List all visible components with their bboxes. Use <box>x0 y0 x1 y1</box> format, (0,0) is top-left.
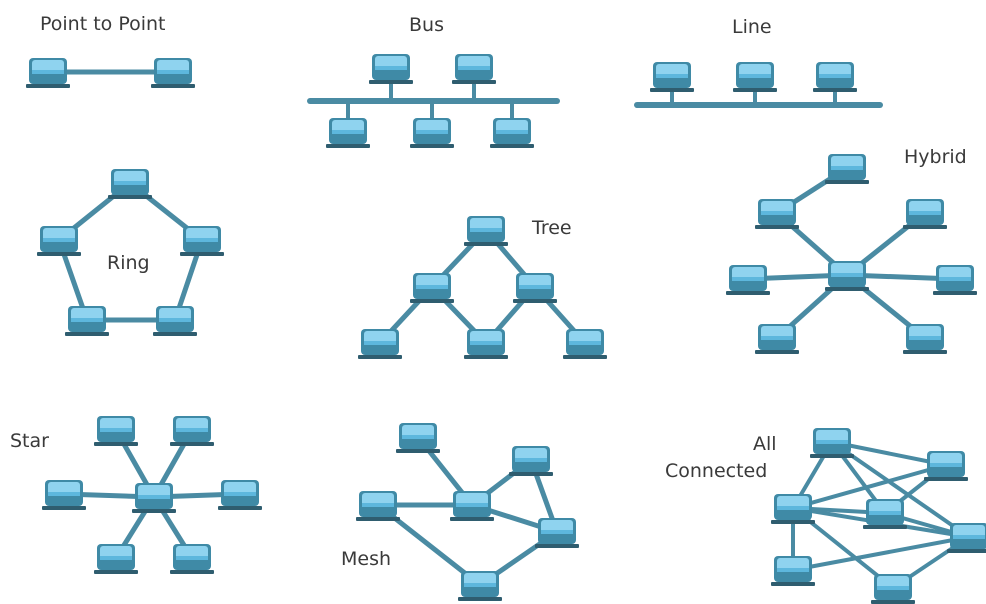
label-tree: Tree <box>532 217 572 239</box>
line-computer-icon-2 <box>813 62 857 92</box>
all-connected-link-3 <box>830 440 971 539</box>
tree-computer-icon-5 <box>563 329 607 359</box>
star-computer-icon-5 <box>170 544 214 574</box>
star-computer-icon-4 <box>94 544 138 574</box>
hybrid-hub-computer-icon <box>825 261 869 291</box>
mesh-computer-icon-3 <box>450 491 494 521</box>
label-ring: Ring <box>107 252 150 274</box>
mesh-computer-icon-5 <box>458 571 502 601</box>
tree-computer-icon-3 <box>358 329 402 359</box>
label-all-connected-line2: Connected <box>665 460 768 482</box>
bus-computer-icon-top-0 <box>369 54 413 84</box>
line-computer-icon-1 <box>733 62 777 92</box>
all-connected-computer-icon-0 <box>810 428 854 458</box>
label-all-connected-line1: All <box>753 433 777 455</box>
mesh-computer-icon-2 <box>356 491 400 521</box>
hybrid-computer-icon-4 <box>933 265 977 295</box>
ring-computer-icon-0 <box>108 169 152 199</box>
label-bus: Bus <box>409 14 444 36</box>
ring-computer-icon-3 <box>65 306 109 336</box>
p2p-computer-icon-0 <box>26 58 70 88</box>
ring-computer-icon-4 <box>153 306 197 336</box>
line-computer-icon-0 <box>650 62 694 92</box>
all-connected-link-4 <box>791 463 948 510</box>
mesh-computer-icon-4 <box>535 518 579 548</box>
label-mesh: Mesh <box>341 548 392 570</box>
label-star: Star <box>10 430 49 452</box>
label-all-connected: All Connected <box>665 431 777 485</box>
hybrid-computer-icon-0 <box>825 154 869 184</box>
bus-computer-icon-bottom-1 <box>410 118 454 148</box>
hybrid-computer-icon-5 <box>755 324 799 354</box>
mesh-computer-icon-0 <box>396 423 440 453</box>
tree-computer-icon-0 <box>464 216 508 246</box>
tree-computer-icon-1 <box>410 273 454 303</box>
ring-computer-icon-1 <box>37 226 81 256</box>
bus-computer-icon-bottom-0 <box>326 118 370 148</box>
ring-computer-icon-2 <box>180 226 224 256</box>
star-computer-icon-0 <box>94 416 138 446</box>
tree-computer-icon-2 <box>513 273 557 303</box>
hybrid-computer-icon-1 <box>755 199 799 229</box>
all-connected-computer-icon-3 <box>863 499 907 529</box>
computers-layer <box>26 54 986 604</box>
label-line: Line <box>732 16 772 38</box>
star-computer-icon-3 <box>218 480 262 510</box>
hybrid-computer-icon-6 <box>903 324 947 354</box>
all-connected-computer-icon-2 <box>771 494 815 524</box>
tree-computer-icon-4 <box>464 329 508 359</box>
star-computer-icon-1 <box>170 416 214 446</box>
all-connected-computer-icon-1 <box>924 451 968 481</box>
label-hybrid: Hybrid <box>904 146 967 168</box>
all-connected-computer-icon-6 <box>871 574 915 604</box>
star-computer-icon-2 <box>42 480 86 510</box>
p2p-computer-icon-1 <box>151 58 195 88</box>
label-point-to-point: Point to Point <box>40 13 166 35</box>
mesh-computer-icon-1 <box>509 446 553 476</box>
all-connected-computer-icon-5 <box>771 556 815 586</box>
bus-computer-icon-bottom-2 <box>490 118 534 148</box>
hybrid-computer-icon-3 <box>726 265 770 295</box>
all-connected-link-11 <box>791 535 971 572</box>
bus-computer-icon-top-1 <box>452 54 496 84</box>
all-connected-computer-icon-4 <box>947 523 986 553</box>
star-hub-computer-icon <box>132 483 176 513</box>
hybrid-computer-icon-2 <box>903 199 947 229</box>
